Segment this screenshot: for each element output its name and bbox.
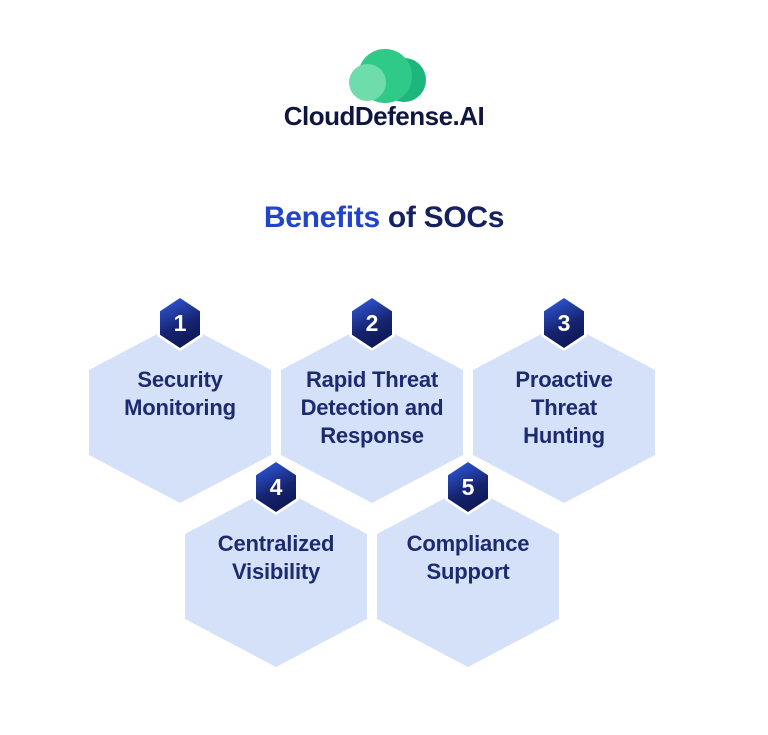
badge-number: 3	[544, 298, 584, 348]
benefit-hexagon-security-monitoring: Security Monitoring 1	[89, 295, 271, 503]
title-part-benefits: Benefits	[263, 201, 388, 234]
benefit-label: Rapid Threat Detection and Response	[300, 367, 444, 448]
benefit-label: Centralized Visibility	[217, 531, 335, 584]
benefit-hexagon-compliance-support: Compliance Support 5	[377, 459, 559, 667]
title-part-of-socs: of SOCs	[387, 201, 505, 234]
badge-number: 2	[352, 298, 392, 348]
badge-number: 1	[160, 298, 200, 348]
brand-name: CloudDefense.AI	[283, 101, 485, 131]
cloud-circle-light	[349, 64, 386, 101]
benefit-hexagon-centralized-visibility: Centralized Visibility 4	[185, 459, 367, 667]
benefit-hexagon-proactive-threat-hunting: Proactive Threat Hunting 3	[473, 295, 655, 503]
cloud-logo-icon	[344, 45, 434, 105]
benefit-label: Proactive Threat Hunting	[515, 367, 613, 448]
benefit-hexagon-rapid-threat-detection: Rapid Threat Detection and Response 2	[281, 295, 463, 503]
benefit-label: Compliance Support	[406, 531, 530, 584]
benefit-label: Security Monitoring	[124, 367, 236, 420]
page-title: Benefits of SOCs	[0, 201, 768, 235]
badge-number: 5	[448, 462, 488, 512]
badge-number: 4	[256, 462, 296, 512]
